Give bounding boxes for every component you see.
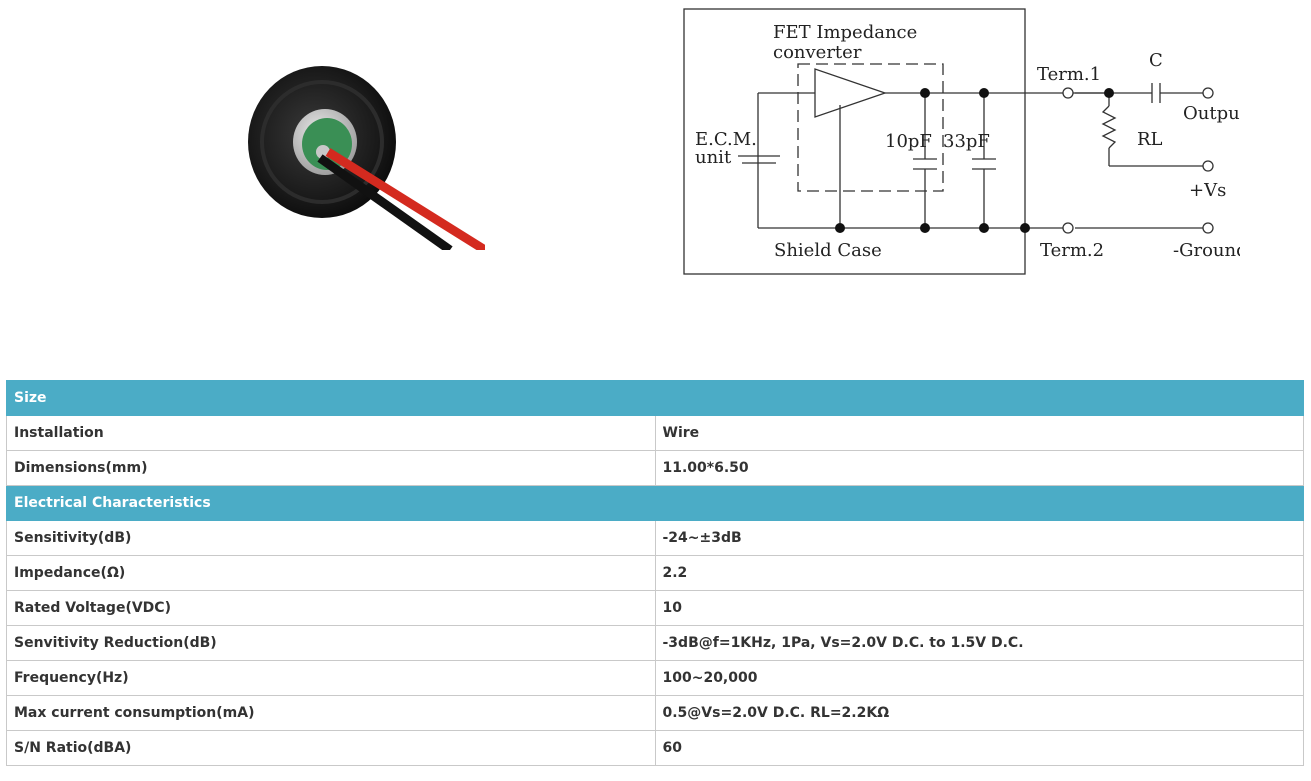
table-row: Rated Voltage(VDC) 10 — [6, 590, 1304, 626]
table-row: Sensitivity(dB) -24~±3dB — [6, 520, 1304, 556]
row-label: Installation — [6, 415, 656, 451]
fet-label-2: converter — [773, 42, 862, 63]
table-row: Impedance(Ω) 2.2 — [6, 555, 1304, 591]
red-wire — [325, 148, 485, 250]
row-label: Max current consumption(mA) — [6, 695, 656, 731]
row-value: 0.5@Vs=2.0V D.C. RL=2.2KΩ — [654, 695, 1304, 731]
table-row: Senvitivity Reduction(dB) -3dB@f=1KHz, 1… — [6, 625, 1304, 661]
table-row: Dimensions(mm) 11.00*6.50 — [6, 450, 1304, 486]
row-value: 2.2 — [654, 555, 1304, 591]
table-row: Frequency(Hz) 100~20,000 — [6, 660, 1304, 696]
section-title: Electrical Characteristics — [6, 485, 1304, 521]
fet-label: FET Impedance — [773, 22, 917, 43]
row-label: Rated Voltage(VDC) — [6, 590, 656, 626]
row-value: 60 — [654, 730, 1304, 766]
ecm-label-2: unit — [695, 147, 732, 168]
row-label: Senvitivity Reduction(dB) — [6, 625, 656, 661]
row-label: Sensitivity(dB) — [6, 520, 656, 556]
circuit-schematic: FET Impedance converter E.C.M. unit 10pF… — [683, 8, 1240, 275]
row-value: 100~20,000 — [654, 660, 1304, 696]
section-header-electrical: Electrical Characteristics — [6, 485, 1304, 521]
microphone-photo — [248, 66, 485, 250]
section-header-size: Size — [6, 380, 1304, 416]
row-label: Impedance(Ω) — [6, 555, 656, 591]
row-label: S/N Ratio(dBA) — [6, 730, 656, 766]
shield-case-label: Shield Case — [774, 240, 882, 261]
row-label: Frequency(Hz) — [6, 660, 656, 696]
table-row: S/N Ratio(dBA) 60 — [6, 730, 1304, 766]
ground-label: -Ground — [1173, 240, 1240, 261]
table-row: Installation Wire — [6, 415, 1304, 451]
cap-10pf-label: 10pF — [885, 131, 932, 152]
row-value: 10 — [654, 590, 1304, 626]
term2-label: Term.2 — [1040, 240, 1104, 261]
rl-label: RL — [1137, 129, 1163, 150]
term1-label: Term.1 — [1037, 64, 1101, 85]
ecm-label: E.C.M. — [695, 129, 757, 150]
row-value: -24~±3dB — [654, 520, 1304, 556]
row-label: Dimensions(mm) — [6, 450, 656, 486]
section-title: Size — [6, 380, 1304, 416]
spec-table: Size Installation Wire Dimensions(mm) 11… — [6, 380, 1304, 766]
black-wire — [317, 154, 453, 250]
row-value: Wire — [654, 415, 1304, 451]
row-value: -3dB@f=1KHz, 1Pa, Vs=2.0V D.C. to 1.5V D… — [654, 625, 1304, 661]
table-row: Max current consumption(mA) 0.5@Vs=2.0V … — [6, 695, 1304, 731]
row-value: 11.00*6.50 — [654, 450, 1304, 486]
cap-33pf-label: 33pF — [943, 131, 990, 152]
capacitor-c-label: C — [1149, 50, 1163, 71]
output-label: Output — [1183, 103, 1240, 124]
vs-label: +Vs — [1189, 180, 1226, 201]
